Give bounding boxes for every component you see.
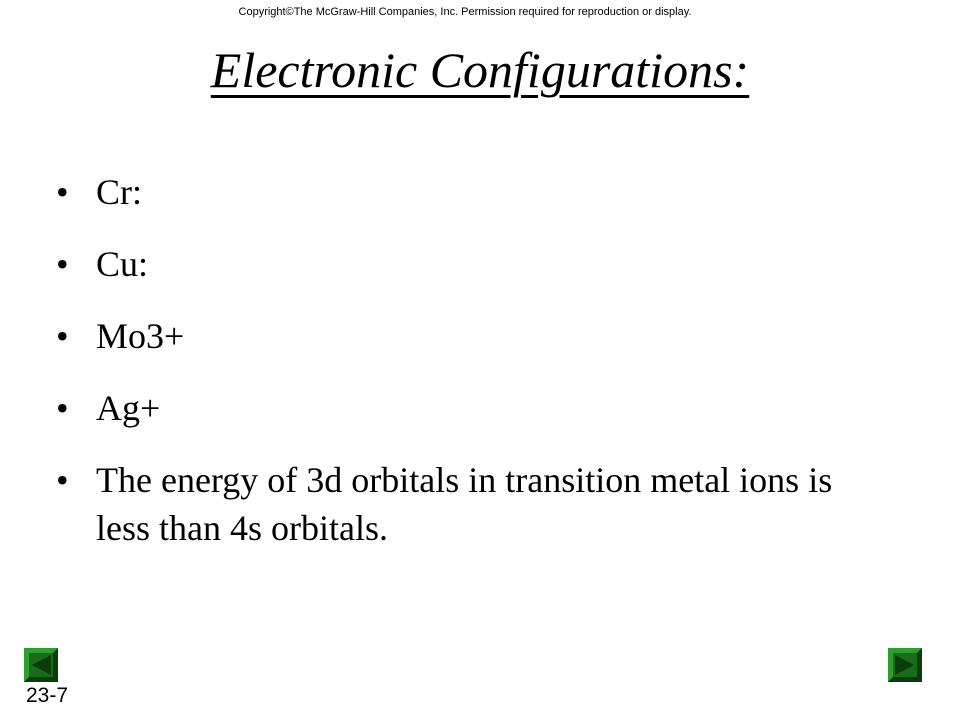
list-item: • Mo3+ (56, 312, 876, 360)
bullet-dot: • (56, 172, 69, 212)
previous-slide-icon (24, 648, 58, 682)
bullet-text: Mo3+ (96, 316, 185, 356)
bullet-list: • Cr: • Cu: • Mo3+ • Ag+ • The energy of… (56, 168, 876, 576)
bullet-text: The energy of 3d orbitals in transition … (96, 460, 833, 548)
bullet-dot: • (56, 316, 69, 356)
bullet-text: Cr: (96, 172, 143, 212)
next-slide-button[interactable] (888, 648, 922, 682)
copyright-notice: Copyright©The McGraw-Hill Companies, Inc… (238, 6, 692, 18)
list-item: • Cr: (56, 168, 876, 216)
slide-title: Electronic Configurations: (210, 42, 750, 98)
list-item: • The energy of 3d orbitals in transitio… (56, 456, 876, 552)
bullet-dot: • (56, 460, 69, 500)
slide-number: 23-7 (26, 684, 69, 707)
bullet-text: Cu: (96, 244, 149, 284)
bullet-dot: • (56, 244, 69, 284)
previous-slide-button[interactable] (24, 648, 58, 682)
next-slide-icon (888, 648, 922, 682)
bullet-text: Ag+ (96, 388, 161, 428)
bullet-dot: • (56, 388, 69, 428)
list-item: • Cu: (56, 240, 876, 288)
list-item: • Ag+ (56, 384, 876, 432)
